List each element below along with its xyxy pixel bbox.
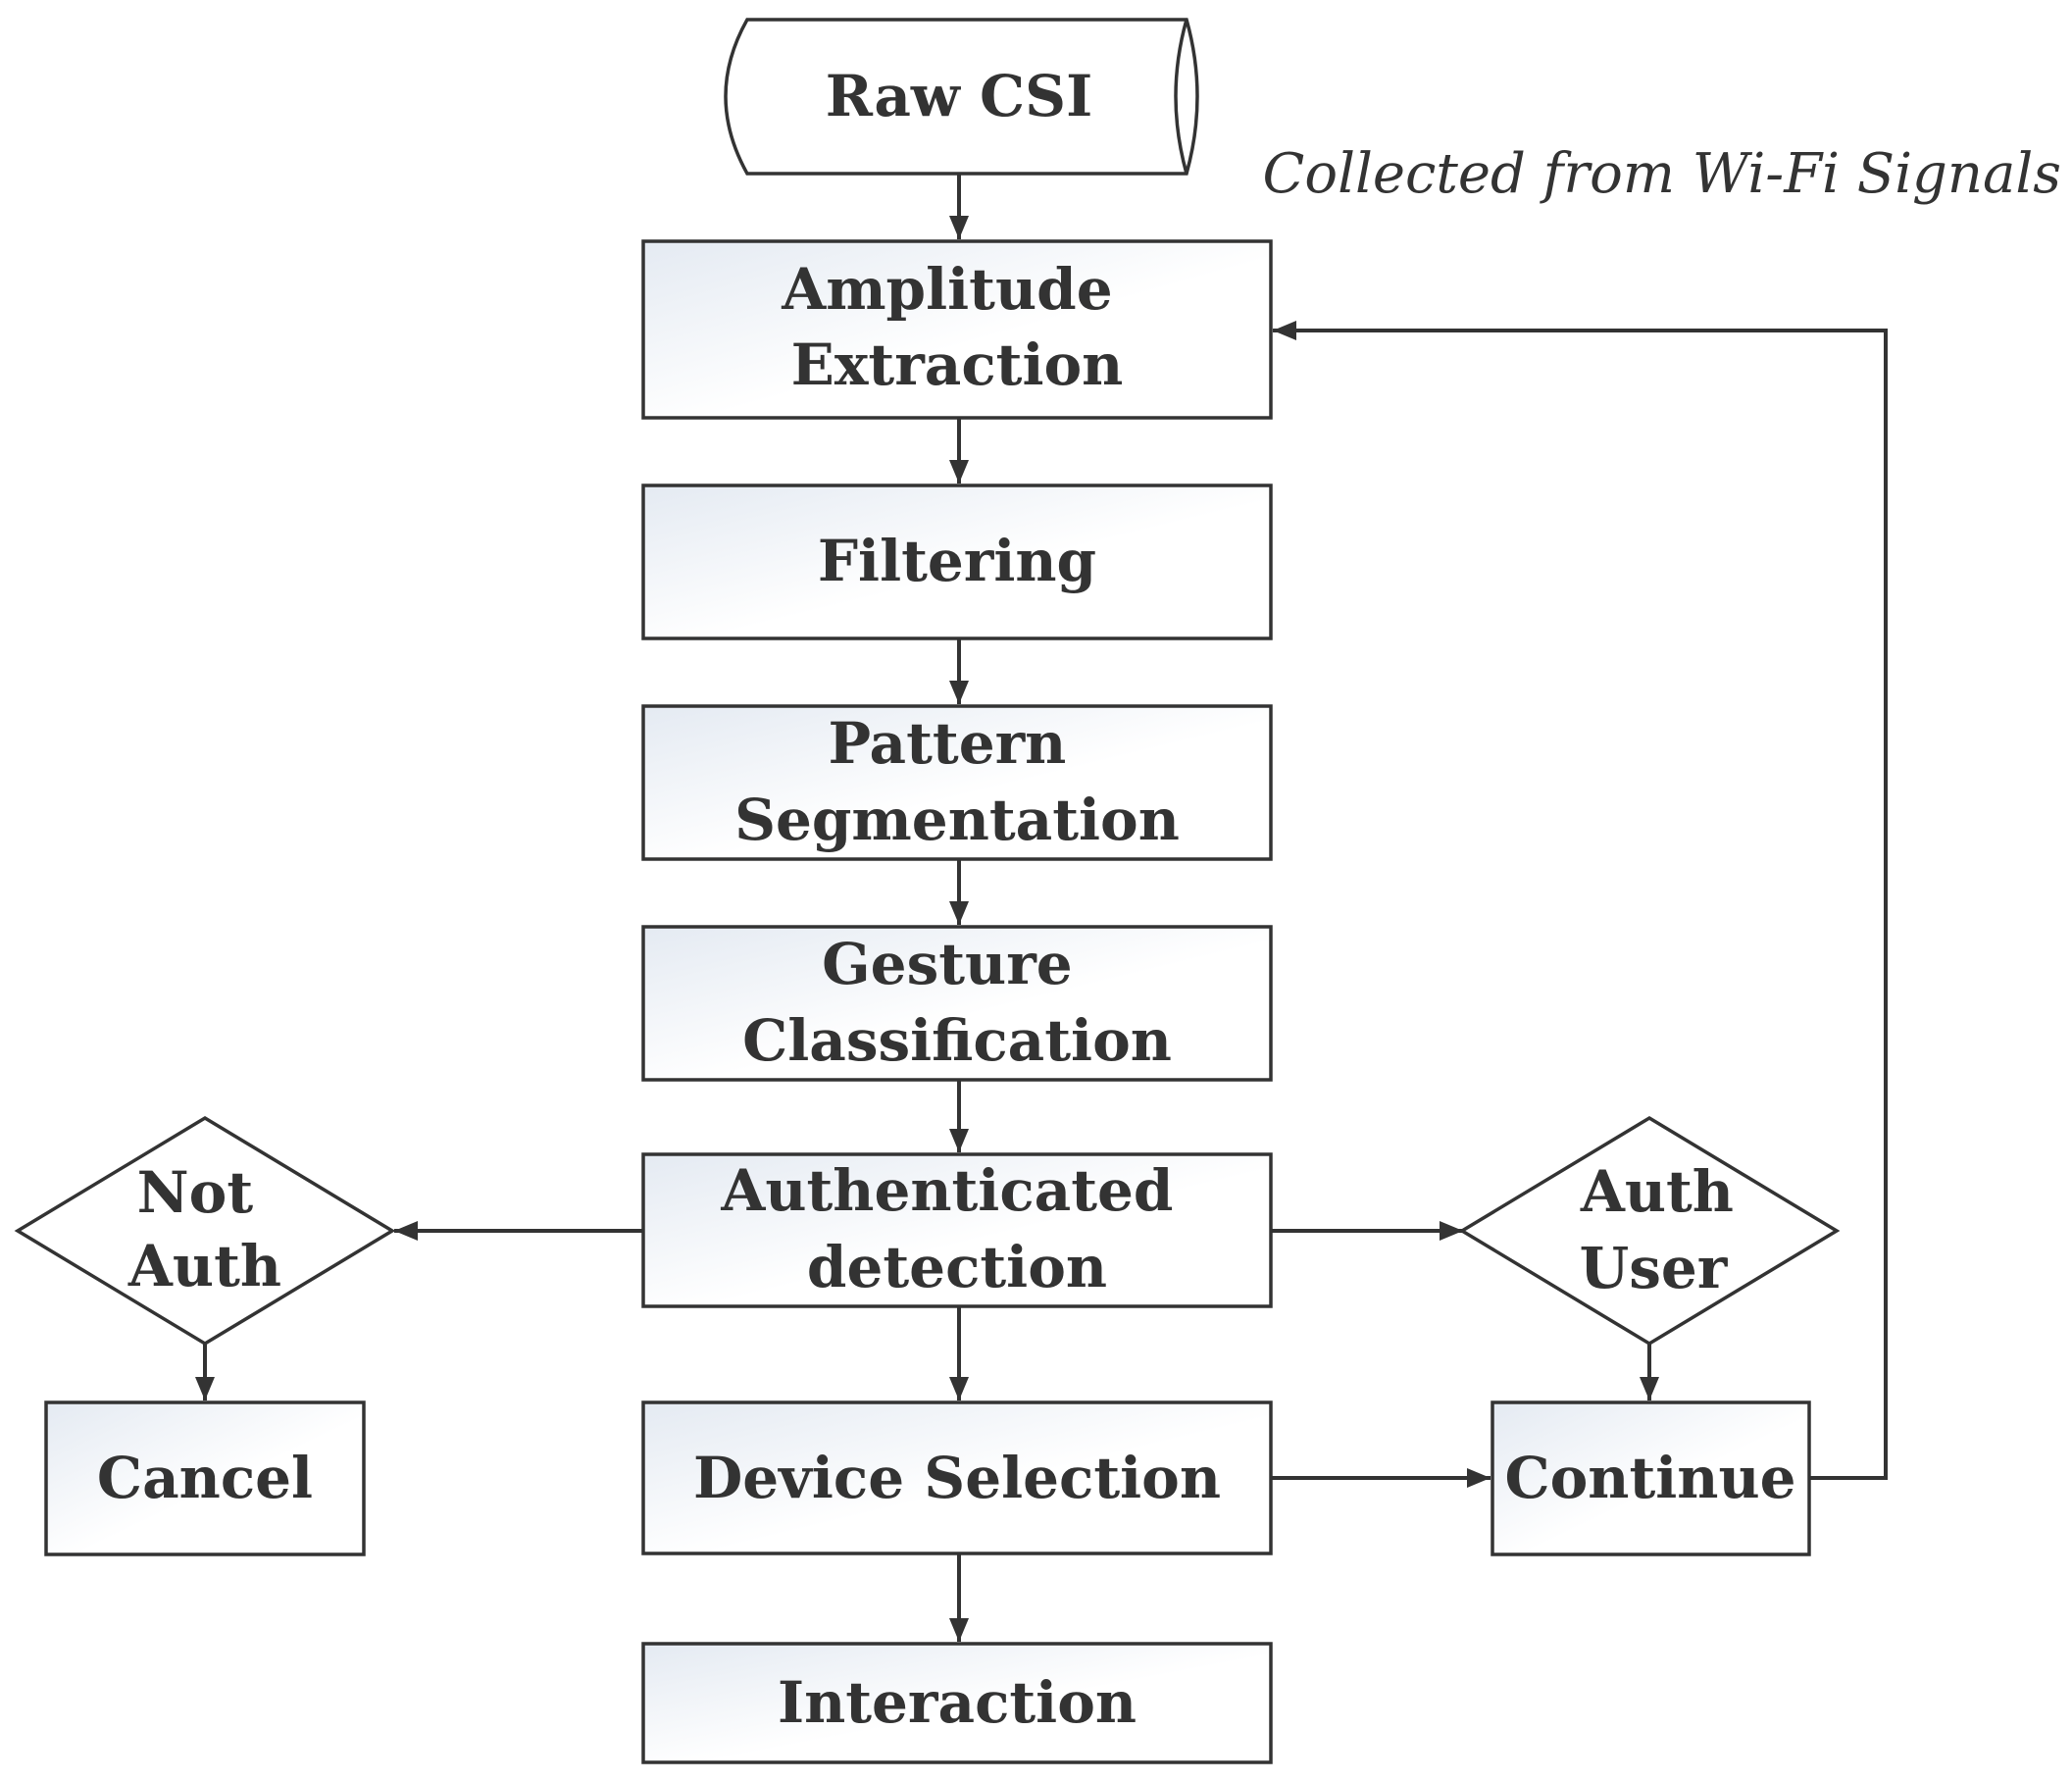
auth-user-label-line2: User <box>1580 1235 1729 1301</box>
device-selection-label: Device Selection <box>693 1445 1221 1511</box>
authenticated-label-line1: Authenticated <box>720 1157 1173 1224</box>
svg-text:Authenticated detection: Authenticated detection <box>720 1157 1192 1300</box>
node-filtering: Filtering <box>641 483 1273 640</box>
svg-text:Continue: Continue <box>1504 1445 1795 1511</box>
node-interaction: Interaction <box>641 1642 1273 1764</box>
svg-text:Filtering: Filtering <box>818 528 1096 594</box>
amplitude-label-line1: Amplitude <box>781 256 1112 323</box>
node-amplitude-extraction: Amplitude Extraction <box>641 239 1273 420</box>
svg-text:Not Auth: Not Auth <box>127 1159 281 1299</box>
gesture-label-line1: Gesture <box>822 931 1073 997</box>
cancel-label: Cancel <box>97 1445 313 1511</box>
raw-csi-cap <box>1174 19 1188 175</box>
raw-csi-label: Raw CSI <box>826 63 1092 129</box>
gesture-label-line2: Classification <box>742 1007 1172 1074</box>
interaction-label: Interaction <box>778 1669 1137 1736</box>
raw-csi-shape <box>724 18 1199 176</box>
pattern-label-line2: Segmentation <box>734 787 1180 853</box>
not-auth-label-line1: Not <box>137 1159 254 1226</box>
edge-continue-loop-to-amplitude <box>1273 321 1888 1480</box>
svg-text:Auth User: Auth User <box>1580 1158 1754 1301</box>
authenticated-label-line2: detection <box>807 1234 1107 1300</box>
node-authenticated-detection: Authenticated detection <box>641 1152 1273 1308</box>
node-cancel: Cancel <box>44 1400 366 1556</box>
node-auth-user: Auth User <box>1458 1115 1841 1347</box>
svg-text:Cancel: Cancel <box>97 1445 313 1511</box>
filtering-label: Filtering <box>818 528 1096 594</box>
svg-text:Pattern Segmentation: Pattern Segmentation <box>734 710 1180 853</box>
node-continue: Continue <box>1491 1400 1811 1556</box>
svg-text:Interaction: Interaction <box>778 1669 1137 1736</box>
not-auth-label-line2: Auth <box>127 1233 281 1299</box>
connectors <box>195 175 1888 1642</box>
node-not-auth: Not Auth <box>14 1115 396 1347</box>
svg-text:Raw CSI: Raw CSI <box>826 63 1092 129</box>
continue-label: Continue <box>1504 1445 1795 1511</box>
svg-text:Amplitude Extraction: Amplitude Extraction <box>781 256 1133 398</box>
svg-text:Device Selection: Device Selection <box>693 1445 1221 1511</box>
node-device-selection: Device Selection <box>641 1400 1273 1555</box>
node-pattern-segmentation: Pattern Segmentation <box>641 704 1273 861</box>
auth-user-label-line1: Auth <box>1580 1158 1734 1225</box>
svg-text:Gesture Classification: Gesture Classification <box>742 931 1172 1074</box>
node-raw-csi: Raw CSI <box>724 18 1199 176</box>
pattern-label-line1: Pattern <box>828 710 1066 777</box>
amplitude-label-line2: Extraction <box>791 331 1124 398</box>
node-gesture-classification: Gesture Classification <box>641 925 1273 1082</box>
wifi-annotation: Collected from Wi-Fi Signals <box>1263 142 2062 206</box>
